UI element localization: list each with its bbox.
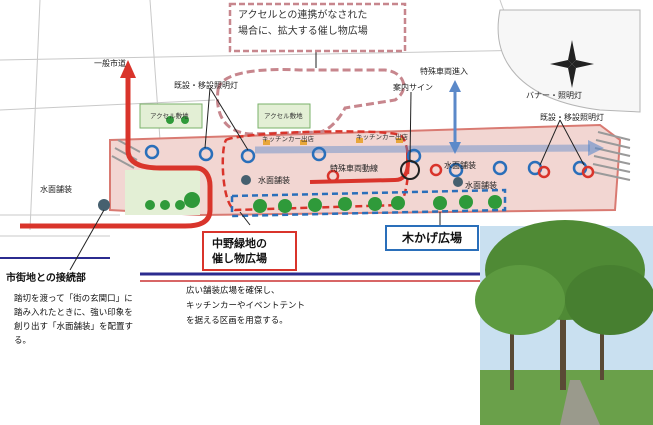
accel-plaza-callout-box <box>228 2 407 53</box>
label-water-pave-left: 水面舗装 <box>40 185 72 194</box>
label-accel-left: アクセル敷地 <box>150 112 189 120</box>
compass-icon <box>550 40 594 88</box>
label-ippan-road: 一般市道 <box>94 59 126 68</box>
city-connect-note: 踏切を渡って「街の玄関口」に 踏み入れたときに、強い印象を 創り出す「水面舗装」… <box>14 294 134 346</box>
special-vehicle-arrowhead-bottom <box>449 142 461 154</box>
kitchen-car-markers <box>263 138 403 145</box>
trees <box>145 116 502 213</box>
label-kitchen-car-right: キッチンカー出店 <box>356 133 408 141</box>
water-pave-dot <box>241 175 251 185</box>
special-vehicle-arrowhead-top <box>449 80 461 92</box>
label-lighting-left: 既設・移設照明灯 <box>174 81 238 90</box>
accel-lot-right <box>257 103 311 129</box>
label-kitchen-car-left: キッチンカー出店 <box>262 135 314 143</box>
label-bollard: 特殊車両進入 <box>420 67 468 76</box>
red-route-arrowhead <box>120 60 136 78</box>
label-guide-sign: 案内サイン <box>393 83 433 92</box>
event-plaza-outline <box>221 130 410 212</box>
event-plaza-callout: 中野緑地の 催し物広場 <box>212 237 267 265</box>
label-accel-right: アクセル敷地 <box>264 112 303 120</box>
shade-plaza-callout-box <box>385 225 479 251</box>
label-special-vehicle: 特殊車両動線 <box>330 164 378 173</box>
event-plaza-callout-box <box>202 231 297 271</box>
shade-plaza-callout: 木かげ広場 <box>402 231 463 245</box>
lights-blue <box>144 144 588 178</box>
city-connect-heading: 市街地との接続部 <box>6 273 86 284</box>
label-lighting-right: 既設・移設照明灯 <box>540 113 604 122</box>
lights-red <box>326 163 595 183</box>
guide-sign-marker <box>400 160 420 180</box>
shade-plaza-outline <box>230 188 507 218</box>
accel-lot-left <box>139 103 203 129</box>
tree-photo <box>475 220 653 425</box>
label-water-pave-right: 水面舗装 <box>465 181 497 190</box>
water-pave-dot-right <box>453 177 463 187</box>
event-plaza-note: 広い舗装広場を確保し、 キッチンカーやイベントテント を据える区画を用意する。 <box>186 286 306 326</box>
blue-flow-arrow <box>254 144 591 154</box>
crosswalk <box>592 131 631 181</box>
blue-flow-arrowhead <box>588 140 604 156</box>
accel-plaza-callout: アクセルとの連携がなされた 場合に、拡大する催し物広場 <box>238 10 368 37</box>
label-water-feature: 水面舗装 <box>444 161 476 170</box>
city-connect-dot <box>98 199 110 211</box>
label-banner: バナー・照明灯 <box>526 91 582 100</box>
plaza-area <box>109 123 622 217</box>
expanded-plaza-outline <box>215 68 406 136</box>
leader-lines <box>69 52 585 271</box>
red-route <box>20 70 213 229</box>
label-water-pave: 水面舗装 <box>258 176 290 185</box>
